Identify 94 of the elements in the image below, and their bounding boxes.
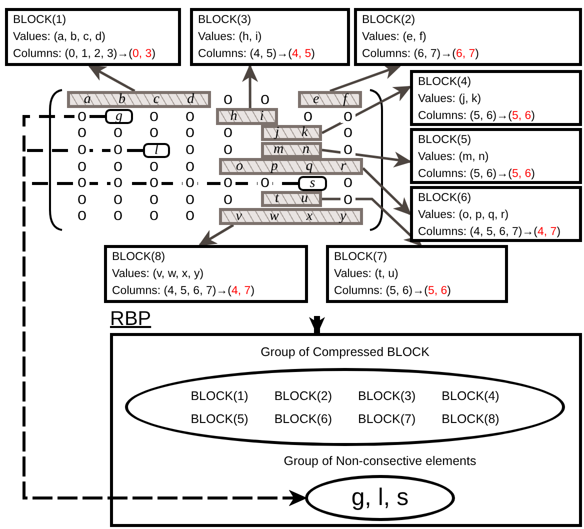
block-name: BLOCK(1) (190, 388, 248, 402)
arrow (198, 224, 234, 246)
block-name: BLOCK(4) (442, 388, 500, 402)
arrow (88, 64, 136, 92)
matrix-zero: 0 (146, 176, 162, 189)
matrix-entry: r (340, 160, 346, 172)
matrix-entry: e (312, 94, 320, 106)
group-heading: Group of Compressed BLOCK (260, 344, 430, 360)
matrix-zero: 0 (74, 143, 90, 156)
hatched-block (261, 191, 322, 207)
hatched-block (261, 142, 322, 158)
values-text: Values: (a, b, c, d) (13, 30, 106, 45)
matrix-entry: i (260, 110, 264, 122)
matrix-entry: q (306, 160, 313, 172)
values-text: Values: (o, p, q, r) (418, 208, 510, 223)
highlighted-entry: s (298, 176, 327, 191)
callout-box (410, 128, 582, 184)
columns-text: Columns: (4, 5, 6, 7)→(4, 7) (418, 225, 562, 240)
block-name: BLOCK(2) (274, 388, 332, 402)
block-title: BLOCK(1) (13, 13, 68, 28)
matrix-entry: a (84, 94, 91, 106)
block-title: BLOCK(6) (418, 191, 472, 206)
columns-text: Columns: (5, 6)→(5, 6) (334, 284, 452, 299)
values-text: Values: (h, i) (198, 30, 263, 45)
matrix-entry: f (343, 94, 348, 106)
callout-box (104, 245, 308, 303)
matrix-entry: h (230, 110, 238, 122)
section-heading: RBP (110, 308, 152, 330)
matrix-entry: d (187, 94, 194, 106)
matrix-entry: x (306, 210, 313, 222)
block-title: BLOCK(3) (198, 13, 252, 28)
matrix-entry: w (269, 210, 279, 222)
arrow (321, 86, 412, 134)
matrix-entry: t (275, 193, 279, 205)
block-name: BLOCK(5) (190, 412, 248, 426)
values-text: Values: (m, n) (418, 150, 490, 165)
matrix-entry: y (340, 210, 346, 222)
columns-text: Columns: (6, 7)→(6, 7) (362, 47, 480, 62)
hatched-block (261, 125, 322, 141)
hatched-block (219, 208, 363, 225)
callout-box (410, 186, 582, 242)
values-text: Values: (t, u) (334, 267, 400, 282)
columns-text: Columns: (5, 6)→(5, 6) (418, 167, 536, 182)
callout-box (410, 70, 582, 126)
callout-box (326, 245, 508, 303)
matrix-entry: b (118, 94, 126, 106)
values-text: Values: (v, w, x, y) (112, 267, 205, 282)
matrix-entry: o (236, 160, 243, 172)
element-list: g, l, s (351, 484, 409, 512)
group-heading: Group of Non-consective elements (282, 453, 478, 469)
hatched-block (298, 91, 362, 108)
matrix-entry: n (302, 144, 310, 156)
block-name: BLOCK(7) (358, 412, 416, 426)
matrix-zero: 0 (74, 110, 90, 122)
arrow (330, 64, 402, 92)
callout-box (354, 8, 582, 66)
values-text: Values: (j, k) (418, 92, 482, 107)
matrix-zero: 0 (340, 110, 356, 122)
block-title: BLOCK(4) (418, 75, 472, 90)
values-text: Values: (e, f) (362, 30, 428, 45)
block-name: BLOCK(6) (274, 412, 332, 426)
block-name: BLOCK(8) (442, 412, 500, 426)
hatched-block (216, 108, 278, 125)
columns-text: Columns: (0, 1, 2, 3)→(0, 3) (13, 47, 157, 62)
matrix-zero: 0 (258, 176, 272, 189)
matrix-zero: 0 (182, 176, 198, 189)
columns-text: Columns: (4, 5)→(4, 5) (198, 47, 316, 62)
block-title: BLOCK(7) (334, 250, 388, 265)
columns-text: Columns: (4, 5, 6, 7)→(4, 7) (112, 284, 256, 299)
matrix-zero: 0 (340, 143, 356, 156)
arrow (242, 64, 258, 108)
callout-box (5, 8, 181, 66)
matrix-entry: m (273, 144, 284, 156)
block-title: BLOCK(8) (112, 250, 166, 265)
matrix-zero: 0 (110, 176, 126, 189)
matrix-entry: j (275, 127, 280, 139)
block-title: BLOCK(5) (418, 133, 472, 148)
matrix-zero: 0 (220, 176, 236, 189)
matrix-entry: u (300, 193, 308, 205)
columns-text: Columns: (5, 6)→(5, 6) (418, 109, 536, 124)
arrow (322, 198, 422, 246)
hatched-block (219, 158, 363, 175)
matrix-zero: 0 (340, 192, 356, 206)
hatched-block (67, 91, 211, 108)
arrow (322, 148, 412, 168)
matrix-entry: v (236, 210, 242, 222)
matrix-entry: c (153, 94, 160, 106)
block-name: BLOCK(3) (358, 388, 416, 402)
matrix-entry: k (302, 127, 308, 139)
callout-box (190, 8, 350, 66)
arrow (309, 316, 325, 335)
block-title: BLOCK(2) (362, 13, 416, 28)
arrow (362, 167, 412, 216)
matrix-entry: p (270, 160, 278, 172)
